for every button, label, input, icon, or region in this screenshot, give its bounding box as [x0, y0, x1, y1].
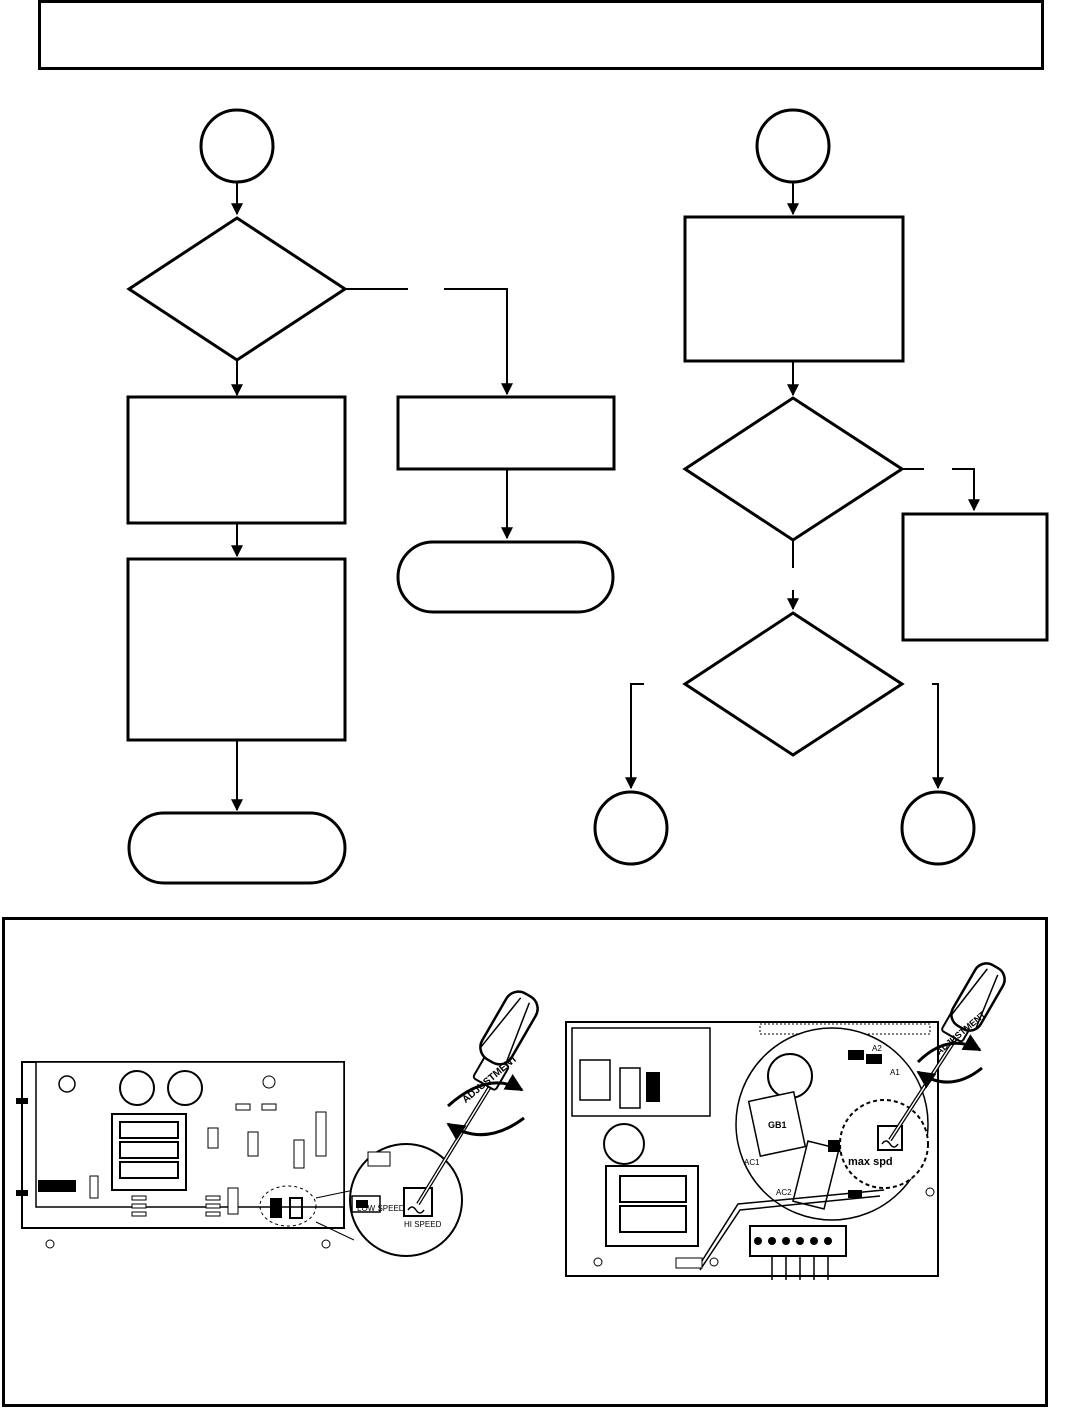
terminal-left-bottom	[127, 811, 347, 885]
illustration-panel	[2, 917, 1048, 1407]
branch-line-right-2-left	[625, 683, 644, 790]
decision-diamond-right-2	[682, 611, 905, 757]
left-circuit-board-illustration	[16, 1061, 355, 1249]
branch-line-right-2-right	[932, 683, 944, 790]
left-board-label-hi-speed: HI SPEED	[404, 1220, 442, 1229]
terminal-middle	[396, 540, 615, 614]
right-board-label-max-spd: max spd	[848, 1156, 893, 1168]
right-screwdriver-icon	[888, 962, 1006, 1142]
header-title-box	[38, 0, 1044, 70]
connector-circle-top-right	[755, 108, 831, 184]
process-box-middle	[396, 395, 616, 471]
left-screwdriver-icon	[416, 990, 539, 1206]
right-board-code-a1: A1	[890, 1068, 900, 1077]
branch-line-left-right-2	[444, 288, 513, 396]
process-box-right-side	[901, 512, 1049, 642]
connector-circle-bottom-left	[593, 790, 669, 866]
process-box-left-1	[126, 395, 347, 525]
right-board-code-ac1: AC1	[744, 1158, 760, 1167]
right-board-code-ac2: AC2	[776, 1188, 792, 1197]
process-box-right-1	[683, 215, 905, 363]
right-board-code-gb1: GB1	[768, 1120, 787, 1130]
right-zoom-circle	[839, 1099, 929, 1189]
left-board-label-low-speed: LOW SPEED	[357, 1204, 405, 1213]
decision-diamond-left	[126, 216, 348, 362]
connector-circle-bottom-right	[900, 790, 976, 866]
branch-line-right-1b	[952, 468, 980, 512]
decision-diamond-right-1	[682, 396, 905, 542]
left-zoom-circle	[349, 1143, 463, 1257]
right-board-code-a2: A2	[872, 1044, 882, 1053]
process-box-left-2	[126, 557, 347, 742]
connector-circle-top-left	[199, 108, 275, 184]
